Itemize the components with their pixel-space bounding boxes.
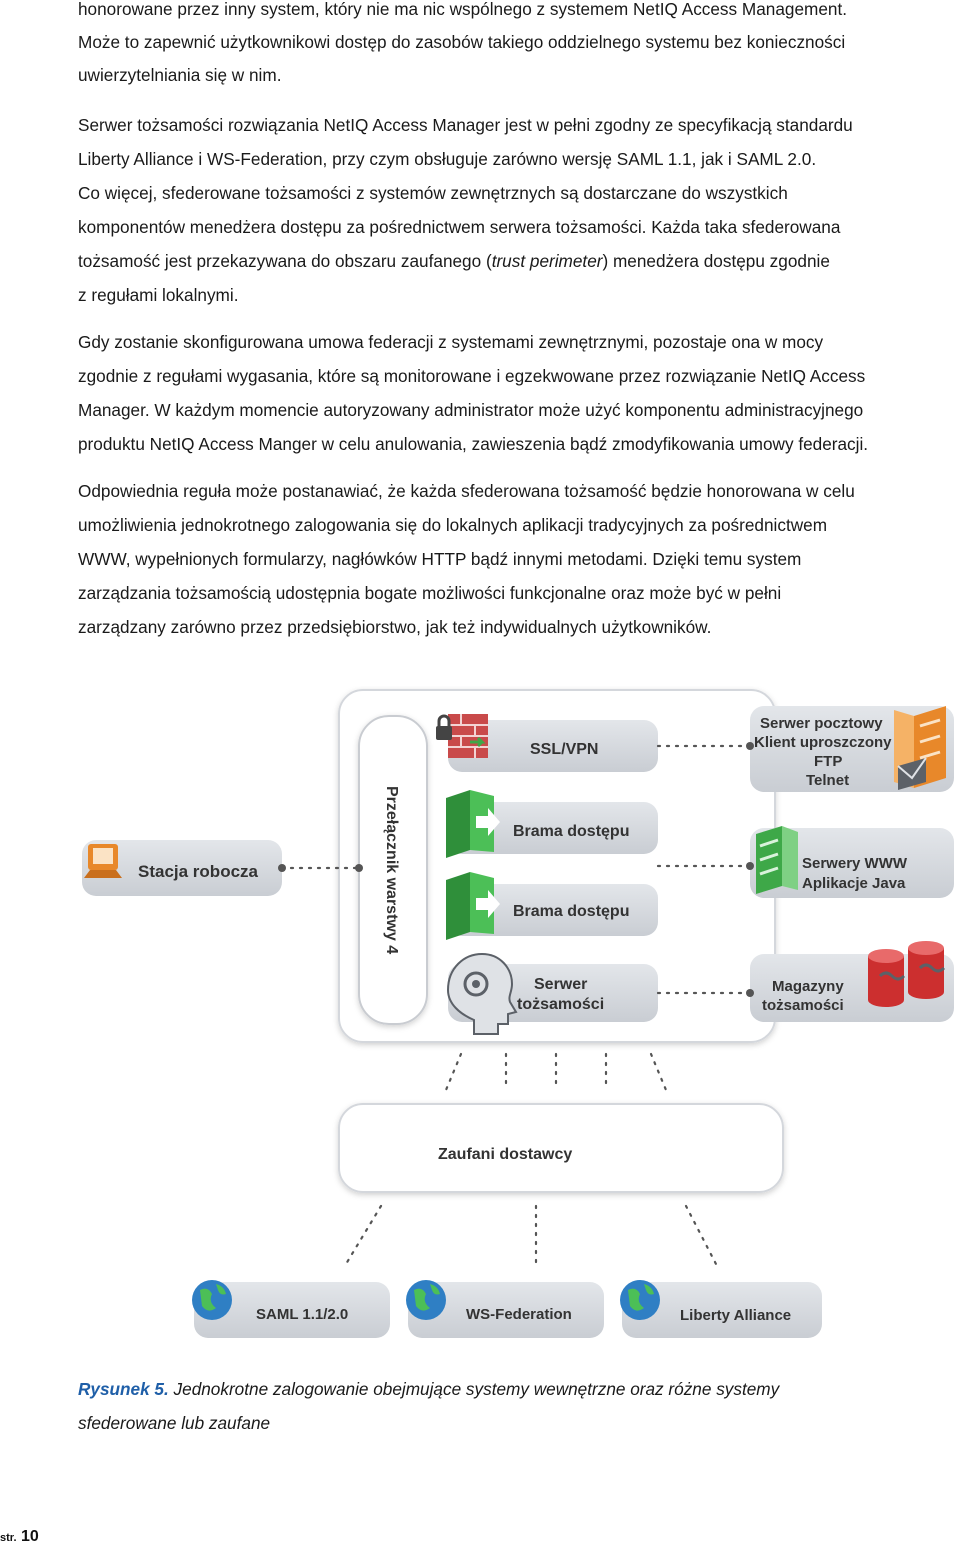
caption-line: Rysunek 5. Jednokrotne zalogowanie obejm… (78, 1372, 938, 1406)
saml-label: SAML 1.1/2.0 (256, 1306, 348, 1323)
paragraph-federation-agreement: Gdy zostanie skonfigurowana umowa federa… (78, 325, 958, 461)
text-line: zarządzania tożsamością udostępnia bogat… (78, 583, 782, 603)
text-line: Może to zapewnić użytkownikowi dostęp do… (78, 32, 846, 52)
gateway-box-2 (448, 884, 658, 936)
text-line: komponentów menedżera dostępu za pośredn… (78, 217, 841, 237)
text-line: z regułami lokalnymi. (78, 285, 239, 305)
ssl-vpn-label: SSL/VPN (530, 741, 598, 758)
standard-saml: SAML 1.1/2.0 (192, 1280, 390, 1338)
text-line: honorowane przez inny system, który nie … (78, 0, 847, 19)
paragraph-intro: honorowane przez inny system, który nie … (78, 0, 958, 92)
standard-ws-federation: WS-Federation (406, 1280, 604, 1338)
text-line: uwierzytelniania się w nim. (78, 65, 282, 85)
text-line: Liberty Alliance i WS-Federation, przy c… (78, 149, 817, 169)
figure-caption: Rysunek 5. Jednokrotne zalogowanie obejm… (78, 1372, 938, 1440)
mail-label-3: FTP (814, 753, 842, 770)
head-gear-icon (446, 952, 518, 1035)
page-number: 10 (20, 1528, 39, 1545)
page-prefix: str. (0, 1532, 17, 1544)
mail-label-1: Serwer pocztowy (760, 715, 883, 732)
gateway-label-2: Brama dostępu (513, 903, 629, 920)
gateway-box-1 (448, 802, 658, 854)
web-label-2: Aplikacje Java (802, 875, 906, 892)
caption-line: sfederowane lub zaufane (78, 1413, 271, 1433)
text-line: Serwer tożsamości rozwiązania NetIQ Acce… (78, 115, 853, 135)
paragraph-federated-rules: Odpowiednia reguła może postanawiać, że … (78, 474, 958, 644)
server-cabinet-icon (894, 706, 946, 790)
text-line: WWW, wypełnionych formularzy, nagłówków … (78, 549, 802, 569)
text-line: Odpowiednia reguła może postanawiać, że … (78, 481, 855, 501)
text-line: produktu NetIQ Access Manger w celu anul… (78, 434, 869, 454)
gateway-door-icon (446, 790, 500, 858)
mail-label-4: Telnet (806, 772, 849, 789)
gateway-door-icon (446, 872, 500, 940)
connectors (280, 744, 752, 1266)
caption-text: Jednokrotne zalogowanie obejmujące syste… (168, 1379, 780, 1399)
mail-label-2: Klient uproszczony (754, 734, 892, 751)
italic-term: trust perimeter (491, 251, 603, 271)
text-fragment: tożsamość jest przekazywana do obszaru z… (78, 251, 492, 271)
ssl-vpn-box (448, 720, 658, 772)
computer-icon (84, 844, 122, 878)
standard-liberty-alliance: Liberty Alliance (620, 1280, 822, 1338)
wsfed-label: WS-Federation (466, 1306, 572, 1323)
connector-dots (278, 742, 754, 997)
text-line: zarządzany zarówno przez przedsiębiorstw… (78, 617, 712, 637)
trusted-providers-panel (338, 1103, 784, 1193)
web-label-1: Serwery WWW (802, 855, 908, 872)
text-line: umożliwienia jednokrotnego zalogowania s… (78, 515, 828, 535)
identity-server-label-2: tożsamości (517, 996, 604, 1013)
stores-label-1: Magazyny (772, 978, 844, 995)
page-footer: str. 10 (0, 1528, 39, 1546)
text-line: Co więcej, sfederowane tożsamości z syst… (78, 183, 788, 203)
paragraph-identity-server: Serwer tożsamości rozwiązania NetIQ Acce… (78, 108, 958, 312)
workstation-box (82, 840, 282, 896)
architecture-diagram: Przełącznik warstwy 4 SSL/VPN Brama dost… (82, 689, 954, 1338)
text-fragment: ) menedżera dostępu zgodnie (602, 251, 830, 271)
liberty-label: Liberty Alliance (680, 1307, 791, 1324)
text-line: tożsamość jest przekazywana do obszaru z… (78, 244, 958, 278)
trusted-providers-label: Zaufani dostawcy (438, 1146, 572, 1163)
stores-label-2: tożsamości (762, 997, 844, 1014)
figure-number: Rysunek 5. (78, 1379, 169, 1399)
firewall-icon (436, 714, 488, 758)
text-line: zgodnie z regułami wygasania, które są m… (78, 366, 866, 386)
gateway-label-1: Brama dostępu (513, 823, 629, 840)
database-icon (868, 941, 946, 1007)
text-line: Gdy zostanie skonfigurowana umowa federa… (78, 332, 824, 352)
web-server-icon (756, 826, 798, 894)
switch-label: Przełącznik warstwy 4 (383, 786, 400, 954)
workstation-label: Stacja robocza (138, 862, 259, 881)
identity-server-label-1: Serwer (534, 976, 587, 993)
text-line: Manager. W każdym momencie autoryzowany … (78, 400, 864, 420)
web-servers-box (750, 828, 954, 898)
